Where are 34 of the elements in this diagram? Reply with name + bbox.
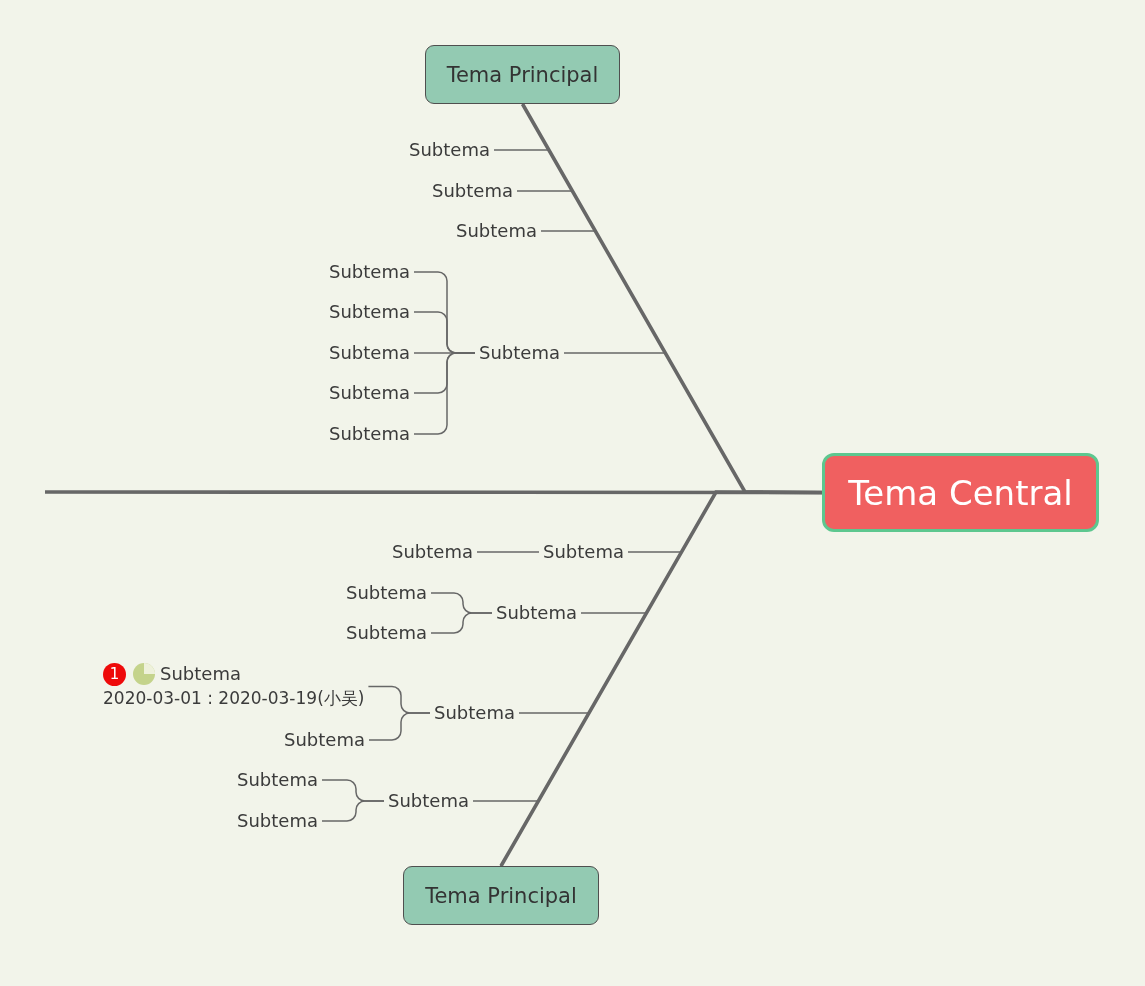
- main-topic-box: [403, 866, 599, 925]
- date-range-label: 2020-03-01 : 2020-03-19(小吴): [103, 688, 365, 708]
- subtopic-label: Subtema: [233, 768, 322, 792]
- bracket-line: [430, 612, 493, 634]
- subtopic-label: Subtema: [325, 422, 414, 446]
- bracket-line: [321, 800, 385, 822]
- main-topic-box: [425, 45, 620, 104]
- topic-title: Tema Principal: [446, 62, 599, 87]
- subtopic-label: Subtema: [325, 341, 414, 365]
- subtopic-label: Subtema: [430, 701, 519, 725]
- subtopic-label: Subtema: [325, 300, 414, 324]
- subtopic-label: Subtema: [160, 662, 241, 686]
- subtopic-label: Subtema: [428, 179, 517, 203]
- subtopic-label: Subtema: [475, 341, 564, 365]
- subtopic-label: Subtema: [384, 789, 473, 813]
- rib-line: [499, 490, 822, 867]
- subtopic-label: Subtema: [452, 219, 541, 243]
- topic-title: Tema Principal: [425, 883, 577, 908]
- bracket-line: [368, 712, 431, 741]
- subtopic-label: Subtema: [342, 581, 431, 605]
- subtopic-label: Subtema: [325, 260, 414, 284]
- subtopic-label: Subtema: [388, 540, 477, 564]
- subtopic-label: Subtema: [342, 621, 431, 645]
- subtopic-label: Subtema: [280, 728, 369, 752]
- subtopic-label: Subtema: [405, 138, 494, 162]
- priority-badge: 1: [103, 662, 126, 686]
- subtopic-label: Subtema: [539, 540, 628, 564]
- branch-line: [476, 551, 540, 553]
- subtopic-label: Subtema: [492, 601, 581, 625]
- subtopic-label: Subtema: [233, 809, 322, 833]
- central-topic-box: [822, 453, 1099, 532]
- subtopic-label: Subtema: [325, 381, 414, 405]
- topic-title: Tema Central: [848, 472, 1073, 513]
- bracket-line: [413, 352, 476, 435]
